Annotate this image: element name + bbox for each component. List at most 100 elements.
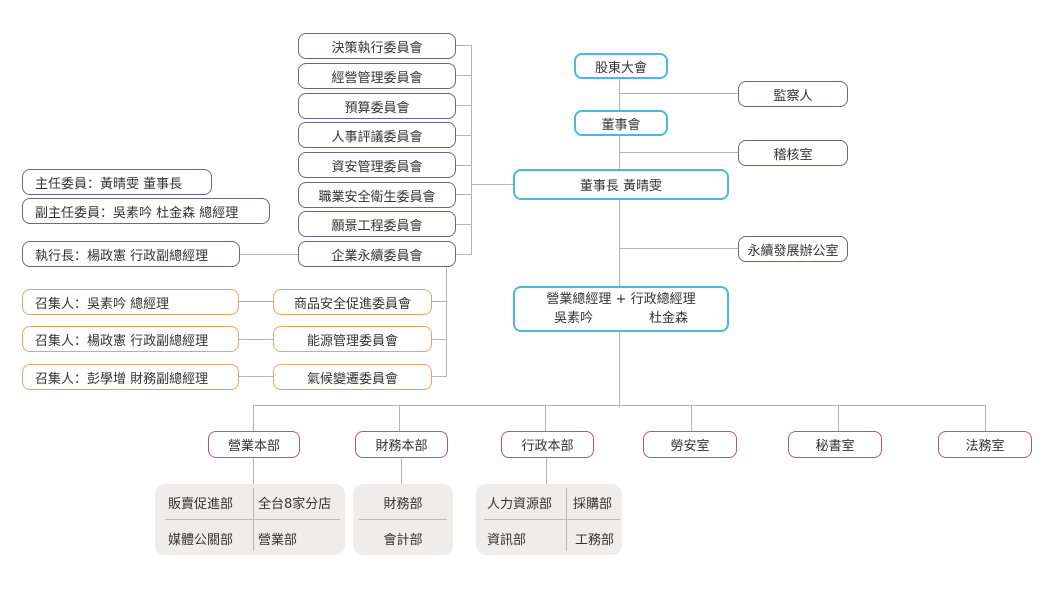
division-label: 行政本部 (521, 439, 574, 454)
connector-division (838, 405, 839, 432)
connector-sustainability-office (619, 248, 739, 249)
chair-member-box[interactable]: 主任委員：黃晴雯 董事長 (22, 169, 212, 195)
connector-committee (456, 165, 471, 166)
connector-division (399, 405, 400, 432)
connector-subcommittee (432, 339, 446, 340)
convener-label: 召集人：吳素吟 總經理 (35, 296, 170, 312)
sales-departments-grid: 販賣促進部 全台8家分店 媒體公關部 營業部 (155, 484, 345, 555)
connector-division-bus (253, 405, 986, 406)
committee-box[interactable]: 決策執行委員會 (298, 33, 456, 59)
sustainability-office-label: 永續發展辦公室 (747, 243, 839, 259)
department-item[interactable]: 資訊部 (487, 532, 527, 548)
division-box[interactable]: 秘書室 (788, 431, 882, 458)
board-box[interactable]: 董事會 (574, 110, 668, 136)
committee-label: 預算委員會 (344, 100, 410, 116)
admin-departments-grid: 人力資源部 採購部 資訊部 工務部 (476, 484, 622, 555)
committee-box[interactable]: 預算委員會 (298, 93, 456, 119)
connector-convener (239, 339, 273, 340)
connector-convener (239, 376, 273, 377)
chairman-label: 董事長 黃晴雯 (579, 179, 663, 194)
connector-audit (619, 152, 739, 153)
vice-chair-member-box[interactable]: 副主任委員：吳素吟 杜金森 總經理 (22, 198, 270, 224)
convener-label: 召集人：楊政憲 行政副總經理 (35, 333, 209, 349)
division-box[interactable]: 財務本部 (355, 431, 448, 458)
connector-committee (456, 105, 471, 106)
connector-department (253, 457, 254, 484)
finance-departments-grid: 財務部 會計部 (353, 484, 453, 555)
department-item[interactable]: 人力資源部 (487, 496, 553, 512)
subcommittee-box[interactable]: 能源管理委員會 (273, 326, 432, 352)
subcommittee-box[interactable]: 商品安全促進委員會 (273, 289, 432, 315)
division-label: 勞安室 (670, 439, 710, 454)
subcommittee-label: 能源管理委員會 (306, 333, 398, 349)
connector-committees-to-chairman (471, 184, 514, 185)
connector-committee (456, 75, 471, 76)
committee-box[interactable]: 職業安全衛生委員會 (298, 182, 456, 208)
department-item[interactable]: 財務部 (383, 496, 423, 512)
department-item[interactable]: 營業部 (258, 532, 298, 548)
grid-divider (165, 519, 340, 520)
division-box[interactable]: 營業本部 (208, 431, 300, 458)
department-item[interactable]: 採購部 (573, 496, 613, 512)
convener-box[interactable]: 召集人：吳素吟 總經理 (22, 289, 239, 315)
connector-division (253, 405, 254, 432)
division-box[interactable]: 勞安室 (643, 431, 737, 458)
convener-box[interactable]: 召集人：彭學增 財務副總經理 (22, 364, 239, 390)
convener-label: 召集人：彭學增 財務副總經理 (35, 371, 209, 387)
connector-subcommittee (432, 301, 446, 302)
convener-box[interactable]: 召集人：楊政憲 行政副總經理 (22, 326, 239, 352)
department-item[interactable]: 會計部 (383, 532, 423, 548)
subcommittee-label: 氣候變遷委員會 (306, 371, 398, 387)
committee-box[interactable]: 人事評議委員會 (298, 122, 456, 148)
connector-supervisor (619, 93, 739, 94)
general-manager-name: 杜金森 (648, 311, 688, 326)
sustainability-committee-box[interactable]: 企業永續委員會 (298, 241, 456, 267)
shareholders-meeting-label: 股東大會 (594, 60, 647, 76)
department-item[interactable]: 媒體公關部 (168, 532, 234, 548)
ceo-member-box[interactable]: 執行長：楊政憲 行政副總經理 (22, 241, 240, 267)
grid-divider (484, 519, 620, 520)
department-item[interactable]: 全台8家分店 (258, 496, 332, 512)
sustainability-office-box[interactable]: 永續發展辦公室 (738, 236, 848, 262)
department-item[interactable]: 工務部 (575, 532, 615, 548)
connector-subcommittee (432, 376, 446, 377)
supervisor-box[interactable]: 監察人 (738, 81, 848, 107)
connector-convener (239, 301, 273, 302)
chairman-box[interactable]: 董事長 黃晴雯 (513, 169, 729, 200)
supervisor-label: 監察人 (773, 88, 813, 104)
subcommittee-box[interactable]: 氣候變遷委員會 (273, 364, 432, 390)
connector-committees-bus (471, 45, 472, 255)
division-label: 營業本部 (227, 439, 280, 454)
general-manager-name: 吳素吟 (553, 311, 593, 326)
grid-divider (359, 519, 447, 520)
committee-box[interactable]: 資安管理委員會 (298, 152, 456, 178)
audit-office-box[interactable]: 稽核室 (738, 140, 848, 166)
connector-committee (456, 194, 471, 195)
committee-label: 人事評議委員會 (331, 129, 423, 145)
division-label: 法務室 (965, 439, 1005, 454)
audit-office-label: 稽核室 (773, 147, 813, 163)
connector-department (401, 457, 402, 484)
committee-label: 願景工程委員會 (331, 218, 423, 234)
chair-member-label: 主任委員：黃晴雯 董事長 (35, 176, 183, 192)
division-box[interactable]: 法務室 (938, 431, 1032, 458)
general-managers-box[interactable]: 營業總經理 + 行政總經理 吳素吟 杜金森 (513, 286, 729, 332)
ceo-member-label: 執行長：楊政憲 行政副總經理 (35, 248, 209, 264)
board-label: 董事會 (601, 117, 641, 133)
general-managers-title: 營業總經理 + 行政總經理 (546, 292, 696, 307)
connector-spine (619, 78, 620, 408)
division-label: 秘書室 (815, 439, 855, 454)
shareholders-meeting-box[interactable]: 股東大會 (574, 53, 668, 79)
department-item[interactable]: 販賣促進部 (168, 496, 234, 512)
general-managers-names: 吳素吟 杜金森 (526, 309, 716, 328)
committee-box[interactable]: 經營管理委員會 (298, 63, 456, 89)
connector-committee (456, 45, 471, 46)
committee-label: 經營管理委員會 (331, 70, 423, 86)
division-box[interactable]: 行政本部 (501, 431, 594, 458)
connector-ceo (240, 254, 300, 255)
committee-box[interactable]: 願景工程委員會 (298, 211, 456, 237)
division-label: 財務本部 (375, 439, 428, 454)
committee-label: 職業安全衛生委員會 (318, 189, 436, 205)
subcommittee-label: 商品安全促進委員會 (293, 296, 411, 312)
connector-committee (456, 135, 471, 136)
